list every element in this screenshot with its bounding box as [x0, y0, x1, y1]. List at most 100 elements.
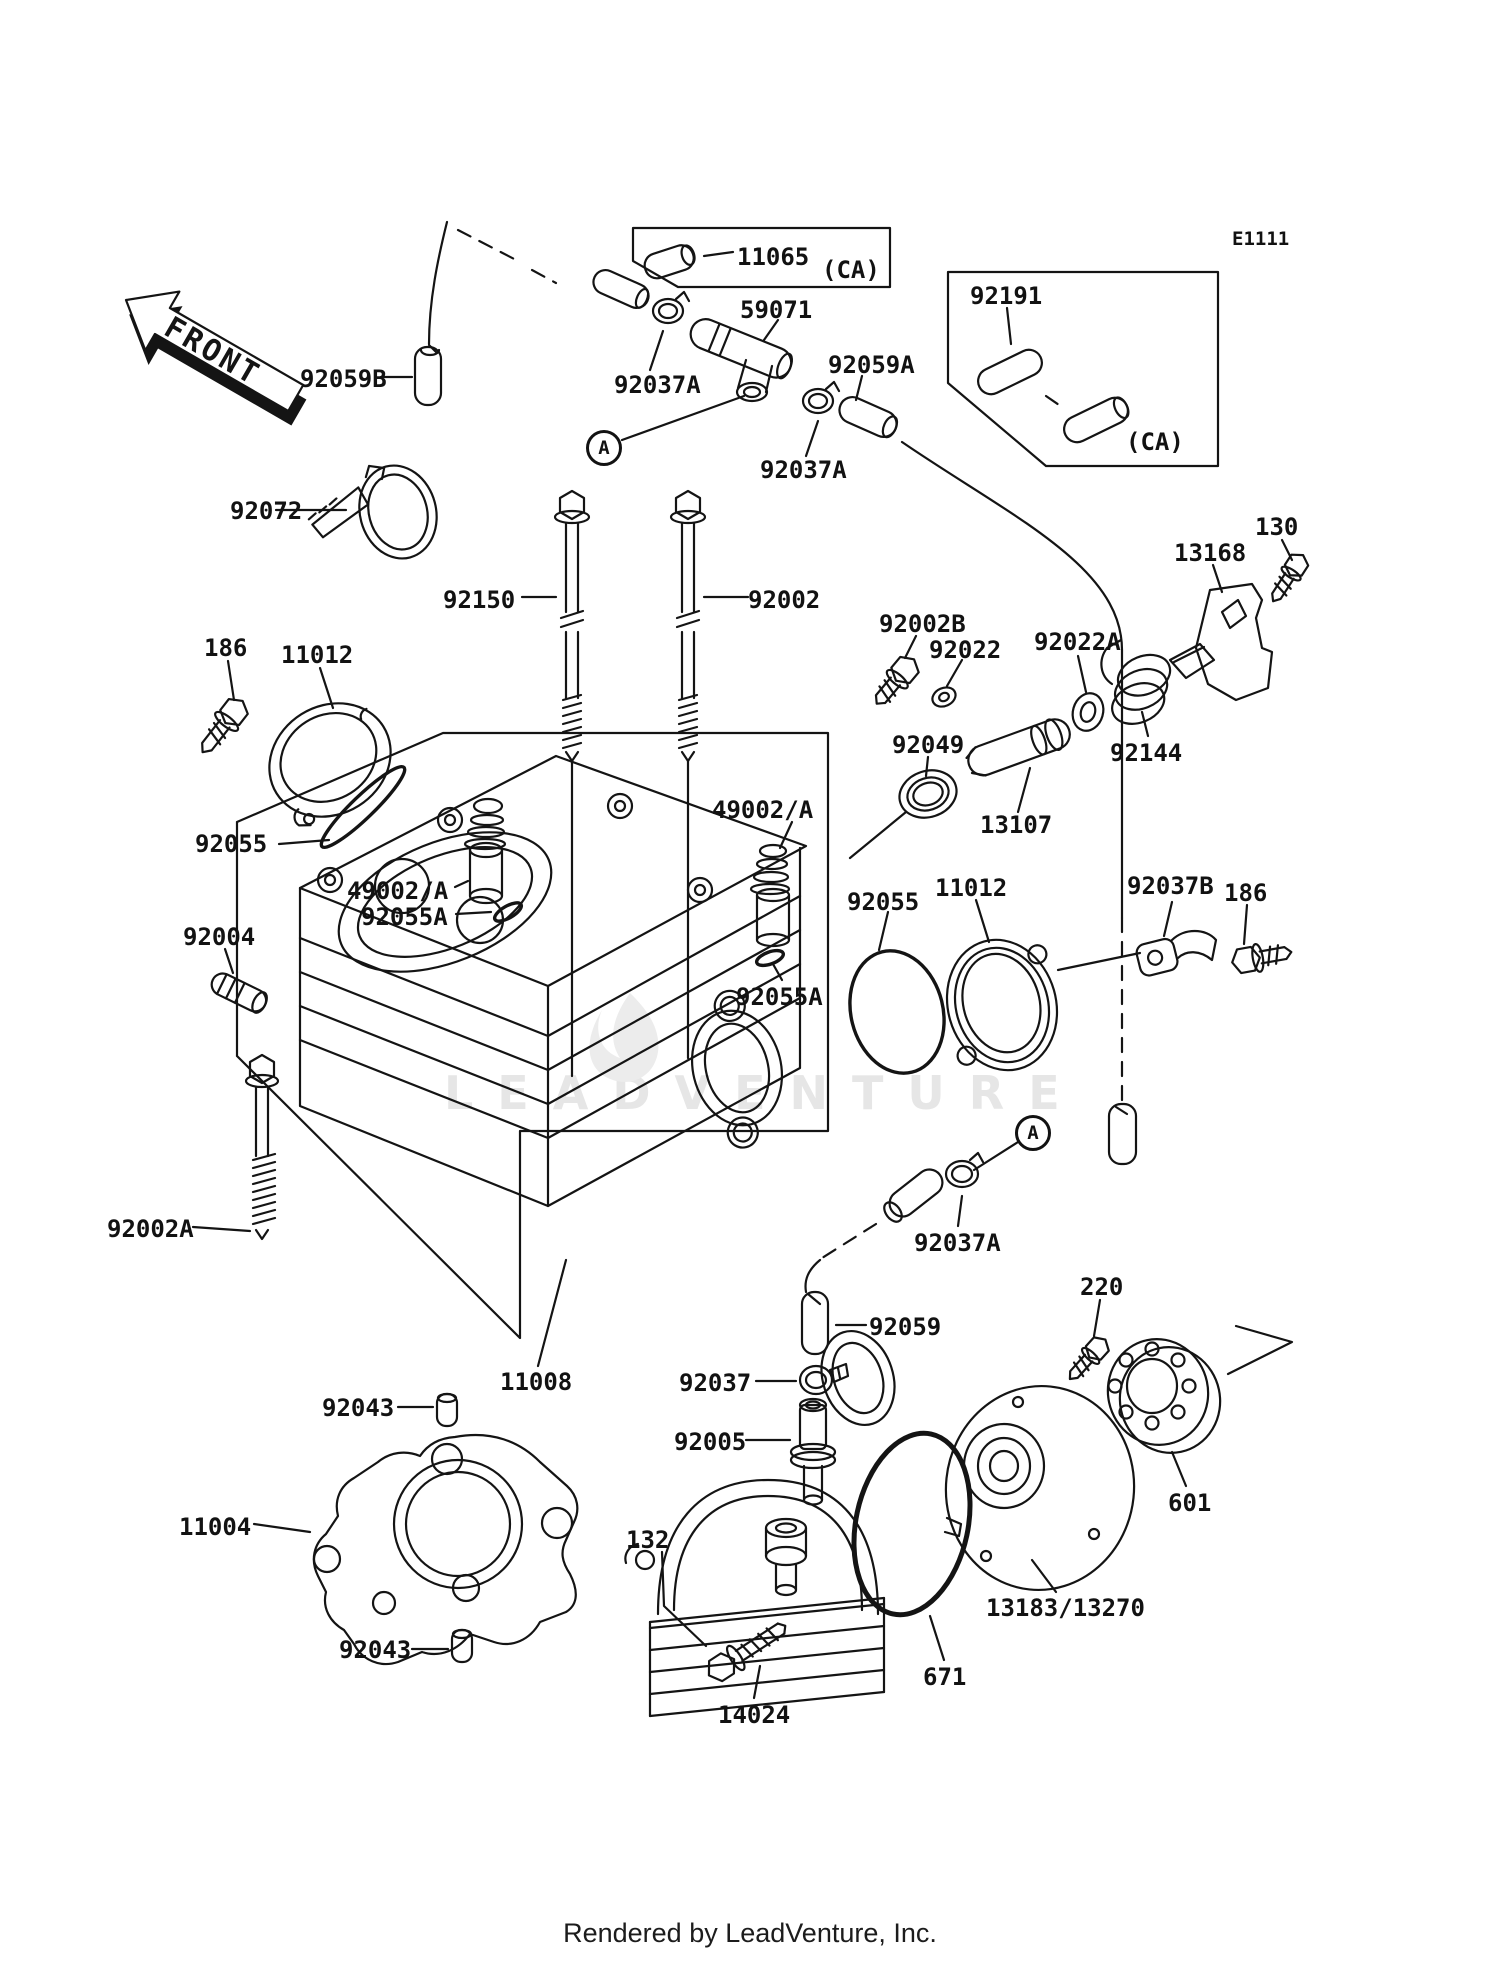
part-label-92055-left[interactable]: 92055 — [195, 830, 268, 858]
drawing-92004 — [210, 947, 268, 1014]
part-label-92055a-center[interactable]: 92055A — [736, 983, 823, 1011]
drawing-11008-head — [298, 754, 896, 1427]
drawing-92037a-bottom-cluster — [804, 1140, 1020, 1294]
chevron-arrow-icon — [1226, 1324, 1294, 1376]
drawing-92191-box — [946, 270, 1220, 468]
drawing-92055-left — [277, 764, 407, 850]
drawing-220 — [1068, 1298, 1110, 1381]
leader-92022 — [945, 658, 964, 688]
part-label-130[interactable]: 130 — [1255, 513, 1299, 541]
footer-credit: Rendered by LeadVenture, Inc. — [563, 1918, 937, 1948]
drawing-11012-right — [945, 898, 1142, 1072]
leader-92002b — [903, 634, 918, 660]
drawing-92037b — [1135, 900, 1218, 977]
drawing-671 — [851, 1430, 973, 1662]
drawing-92002b — [874, 655, 920, 705]
part-label-132[interactable]: 132 — [626, 1526, 670, 1554]
part-label-186-right[interactable]: 186 — [1224, 879, 1268, 907]
drawing-11065-box — [631, 226, 892, 289]
part-label-92037b[interactable]: 92037B — [1127, 872, 1214, 900]
part-label-601[interactable]: 601 — [1168, 1489, 1212, 1517]
drawing-49002a-center — [749, 820, 794, 948]
part-label-92002[interactable]: 92002 — [748, 586, 821, 614]
drawing-13107 — [965, 718, 1071, 814]
part-label-13168[interactable]: 13168 — [1174, 539, 1247, 567]
drawing-601 — [1106, 1338, 1222, 1488]
part-label-13183-13270[interactable]: 13183/13270 — [986, 1594, 1145, 1622]
part-label-92002b[interactable]: 92002B — [879, 610, 966, 638]
part-label-92005[interactable]: 92005 — [674, 1428, 747, 1456]
part-label-92037a-3[interactable]: 92037A — [914, 1229, 1001, 1257]
drawing-11004 — [252, 1433, 579, 1666]
drawing-130 — [1271, 553, 1310, 603]
drawing-132 — [660, 1550, 787, 1683]
drawing-92037 — [754, 1362, 850, 1396]
part-label-11012-left[interactable]: 11012 — [281, 641, 354, 669]
drawing-92059 — [800, 1290, 868, 1356]
drawing-13168 — [1168, 563, 1274, 702]
part-label-186-left[interactable]: 186 — [204, 634, 248, 662]
drawing-186-right — [1231, 943, 1293, 975]
drawing-49002a-left — [453, 797, 507, 905]
part-label-49002a-center[interactable]: 49002/A — [712, 796, 814, 824]
part-label-92191[interactable]: 92191 — [970, 282, 1043, 310]
drawing-92072 — [274, 464, 438, 560]
part-label-92055a-left[interactable]: 92055A — [361, 903, 448, 931]
drawing-59071-cluster — [592, 268, 1138, 1166]
part-label-11012-right[interactable]: 11012 — [935, 874, 1008, 902]
drawing-92055-right — [848, 910, 946, 1075]
part-label-11004[interactable]: 11004 — [179, 1513, 252, 1541]
part-label-92004[interactable]: 92004 — [183, 923, 256, 951]
part-label-92043-bottom[interactable]: 92043 — [339, 1636, 412, 1664]
leader-130 — [1280, 538, 1294, 562]
ref-circle-a-top: A — [586, 430, 622, 466]
drawing-92005 — [744, 1397, 837, 1506]
part-label-92049[interactable]: 92049 — [892, 731, 965, 759]
ref-circle-a-bottom: A — [1015, 1115, 1051, 1151]
drawing-92022 — [931, 686, 957, 708]
drawing-92049 — [848, 755, 958, 860]
part-label-ca-2: (CA) — [1126, 428, 1184, 456]
part-label-59071[interactable]: 59071 — [740, 296, 813, 324]
drawing-92043-top — [396, 1392, 459, 1428]
part-label-92043-top[interactable]: 92043 — [322, 1394, 395, 1422]
part-label-92022a[interactable]: 92022A — [1034, 628, 1121, 656]
diagram-code: E1111 — [1232, 228, 1290, 250]
drawing-92043-bottom — [410, 1628, 474, 1664]
drawing-186-left — [201, 697, 249, 754]
drawing-92059b — [379, 220, 558, 407]
part-label-14024[interactable]: 14024 — [718, 1701, 791, 1729]
watermark-flame-icon — [589, 993, 659, 1082]
part-label-92072[interactable]: 92072 — [230, 497, 303, 525]
part-label-11065[interactable]: 11065 — [737, 243, 810, 271]
leader-92022a — [1076, 654, 1088, 694]
part-label-92037[interactable]: 92037 — [679, 1369, 752, 1397]
front-arrow: FRONT — [124, 290, 307, 426]
part-label-92144[interactable]: 92144 — [1110, 739, 1183, 767]
part-label-92150[interactable]: 92150 — [443, 586, 516, 614]
part-label-13107[interactable]: 13107 — [980, 811, 1053, 839]
part-label-ca-1: (CA) — [822, 256, 880, 284]
drawing-92144 — [1100, 638, 1172, 738]
drawing-92002a — [191, 1053, 280, 1241]
drawing-92022a — [1071, 692, 1105, 732]
leader-186-left — [226, 659, 236, 702]
part-label-92037a-2[interactable]: 92037A — [760, 456, 847, 484]
drawing-13183 — [943, 1384, 1136, 1594]
part-label-92059a[interactable]: 92059A — [828, 351, 915, 379]
part-label-92055-right[interactable]: 92055 — [847, 888, 920, 916]
part-label-220[interactable]: 220 — [1080, 1273, 1124, 1301]
leader-186-right — [1242, 903, 1249, 946]
part-label-92059[interactable]: 92059 — [869, 1313, 942, 1341]
part-label-92037a-1[interactable]: 92037A — [614, 371, 701, 399]
part-label-92002a[interactable]: 92002A — [107, 1215, 194, 1243]
part-label-49002a-left[interactable]: 49002/A — [347, 877, 449, 905]
part-label-92059b[interactable]: 92059B — [300, 365, 387, 393]
part-label-671[interactable]: 671 — [923, 1663, 967, 1691]
part-label-11008[interactable]: 11008 — [500, 1368, 573, 1396]
drawing-11012-left — [268, 666, 392, 827]
drawing-92055a-center — [754, 948, 786, 982]
part-label-92022[interactable]: 92022 — [929, 636, 1002, 664]
